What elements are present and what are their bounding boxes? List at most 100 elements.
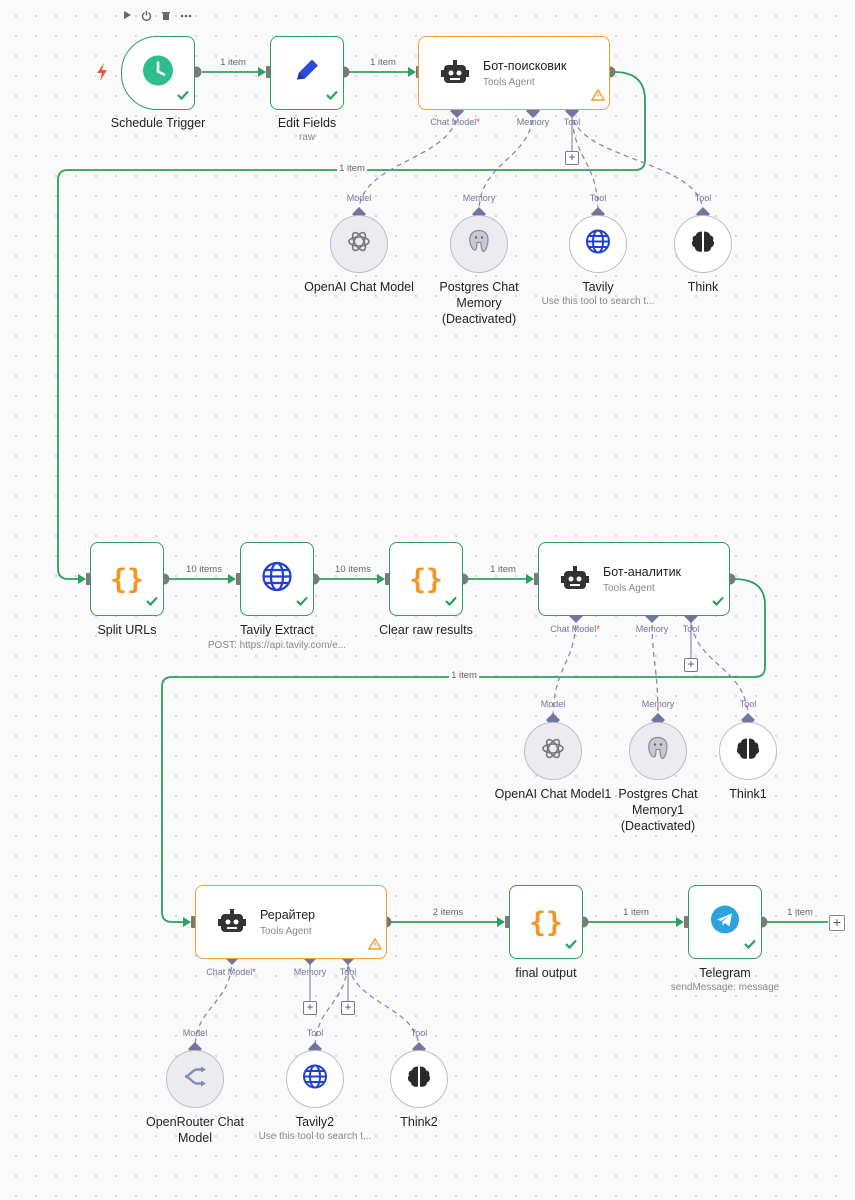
subwire-rewriter-model <box>194 957 233 1050</box>
openai-icon <box>346 229 372 260</box>
robot-icon <box>441 59 469 90</box>
clear-raw-results-node[interactable]: {} <box>389 542 463 616</box>
wire-label: 2 items <box>432 907 464 918</box>
port-label-model: Model <box>346 193 372 203</box>
openrouter-chat-model-node[interactable] <box>166 1050 224 1108</box>
subwire-search-think <box>571 110 704 213</box>
edit-fields-label: Edit Fields <box>277 116 337 130</box>
success-check-icon <box>564 937 578 955</box>
bot-analyst-port-chat-model: Chat Model* <box>550 624 600 634</box>
globe-icon <box>302 1064 328 1095</box>
think1-node[interactable] <box>719 722 777 780</box>
bot-search-title: Бот-поисковик <box>483 59 567 73</box>
bot-search-port-memory: Memory <box>516 117 550 127</box>
success-check-icon <box>295 594 309 612</box>
clear-raw-results-label: Clear raw results <box>379 623 473 637</box>
port-label-tool: Tool <box>410 1028 428 1038</box>
success-check-icon <box>325 88 339 106</box>
tavily-extract-label: Tavily Extract <box>240 623 314 637</box>
bot-search-subtitle: Tools Agent <box>483 77 535 88</box>
port-label-model: Model <box>540 699 566 709</box>
split-urls-label: Split URLs <box>97 623 157 637</box>
success-check-icon <box>444 594 458 612</box>
subwire-analyst-memory <box>651 615 659 720</box>
robot-icon <box>218 908 246 939</box>
add-memory-button[interactable]: + <box>303 1001 317 1015</box>
port-label-memory: Memory <box>462 193 496 203</box>
wire-label: 1 item <box>337 163 367 174</box>
bot-analyst-agent-node[interactable]: Бот-аналитик Tools Agent <box>538 542 730 616</box>
split-urls-node[interactable]: {} <box>90 542 164 616</box>
rewriter-agent-node[interactable]: Рерайтер Tools Agent <box>195 885 387 959</box>
telegram-node[interactable] <box>688 885 762 959</box>
tavily-subtitle: Use this tool to search t... <box>541 296 655 307</box>
trash-icon[interactable] <box>161 10 171 23</box>
globe-icon <box>585 229 611 260</box>
openai-chat-model1-node[interactable] <box>524 722 582 780</box>
bot-search-port-chat-model: Chat Model* <box>430 117 480 127</box>
postgres-chat-memory1-label: Postgres Chat Memory1 (Deactivated) <box>618 787 698 833</box>
code-braces-icon: {} <box>409 562 443 596</box>
power-icon[interactable] <box>141 10 152 23</box>
tavily-node[interactable] <box>569 215 627 273</box>
postgres-chat-memory-label: Postgres Chat Memory (Deactivated) <box>439 280 519 326</box>
openai-chat-model-label: OpenAI Chat Model <box>304 280 414 294</box>
success-check-icon <box>711 594 725 612</box>
tavily-extract-node[interactable] <box>240 542 314 616</box>
edit-fields-node[interactable] <box>270 36 344 110</box>
play-icon[interactable] <box>122 10 132 22</box>
think1-label: Think1 <box>729 787 767 801</box>
port-label-tool: Tool <box>739 699 757 709</box>
edit-fields-subtitle: raw <box>298 132 316 143</box>
openrouter-icon <box>182 1066 208 1093</box>
postgres-chat-memory-node[interactable] <box>450 215 508 273</box>
wire-label: 10 items <box>335 564 371 575</box>
port-label-memory: Memory <box>641 699 675 709</box>
telegram-label: Telegram <box>699 966 751 980</box>
brain-icon <box>735 737 761 766</box>
bot-analyst-title: Бот-аналитик <box>603 565 682 579</box>
openai-icon <box>540 736 566 767</box>
add-tool-button[interactable]: + <box>565 151 579 165</box>
rewriter-subtitle: Tools Agent <box>260 926 312 937</box>
rewriter-port-memory: Memory <box>293 967 327 977</box>
wire-search-split <box>57 71 646 580</box>
postgres-icon <box>465 228 493 261</box>
schedule-trigger-node[interactable] <box>121 36 195 110</box>
success-check-icon <box>176 88 190 106</box>
postgres-icon <box>644 735 672 768</box>
brain-icon <box>406 1065 432 1094</box>
warning-icon <box>590 88 606 106</box>
bot-search-agent-node[interactable]: Бот-поисковик Tools Agent <box>418 36 610 110</box>
bot-analyst-port-tool: Tool <box>682 624 700 634</box>
code-braces-icon: {} <box>529 905 563 939</box>
tavily-label: Tavily <box>582 280 614 294</box>
clock-icon <box>142 55 174 92</box>
add-tool-button[interactable]: + <box>684 658 698 672</box>
wire-label: 1 item <box>490 564 516 575</box>
subwire-search-tavily <box>571 110 599 213</box>
port-label-model: Model <box>182 1028 208 1038</box>
lightning-icon <box>96 63 108 86</box>
bot-analyst-port-memory: Memory <box>635 624 669 634</box>
subwire-analyst-model <box>552 615 577 720</box>
pencil-icon <box>291 55 323 92</box>
subwire-rewriter-think <box>347 957 420 1050</box>
bot-search-port-tool: Tool <box>563 117 581 127</box>
add-node-button[interactable]: + <box>829 915 845 931</box>
think2-node[interactable] <box>390 1050 448 1108</box>
think-node[interactable] <box>674 215 732 273</box>
add-tool-button[interactable]: + <box>341 1001 355 1015</box>
rewriter-port-chat-model: Chat Model* <box>206 967 256 977</box>
openai-chat-model-node[interactable] <box>330 215 388 273</box>
robot-icon <box>561 565 589 596</box>
tavily2-node[interactable] <box>286 1050 344 1108</box>
think2-label: Think2 <box>400 1115 438 1129</box>
subwire-rewriter-tavily <box>314 957 349 1050</box>
postgres-chat-memory1-node[interactable] <box>629 722 687 780</box>
port-label-tool: Tool <box>589 193 607 203</box>
more-icon[interactable] <box>180 10 192 22</box>
tavily2-subtitle: Use this tool to search t... <box>258 1131 372 1142</box>
bot-analyst-subtitle: Tools Agent <box>603 583 655 594</box>
final-output-node[interactable]: {} <box>509 885 583 959</box>
